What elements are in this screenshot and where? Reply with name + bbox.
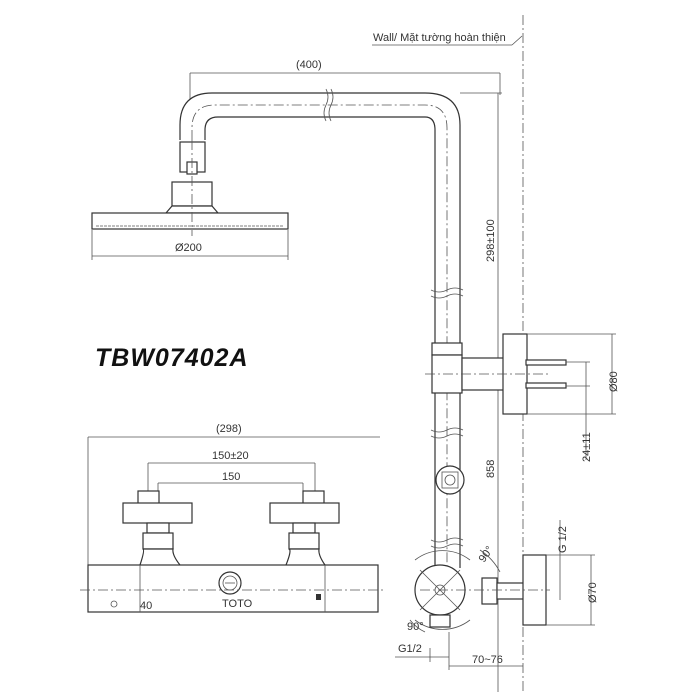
temp-mark: 40 — [140, 600, 152, 612]
wall-bracket — [425, 333, 567, 415]
mixer-width-label: (298) — [216, 423, 242, 435]
angle-bottom-label: 90° — [407, 621, 424, 633]
shower-head — [91, 140, 289, 236]
thermostatic-mixer — [80, 490, 385, 613]
outlet-dimensions — [395, 520, 595, 670]
shower-arm — [179, 88, 464, 570]
inlet-centers-adjust-label: 150±20 — [212, 450, 249, 462]
inlet-thread-bottom-label: G1/2 — [398, 643, 422, 655]
head-diameter-label: Ø200 — [175, 242, 202, 254]
head-diameter-dimension — [91, 230, 289, 260]
height-label: 858 — [485, 460, 497, 478]
bracket-diameter-label: Ø80 — [608, 371, 620, 392]
inlet-thread-top-label: G 1/2 — [557, 526, 569, 553]
inlet-centers-label: 150 — [222, 471, 240, 483]
flange-diameter-label: Ø70 — [587, 582, 599, 603]
model-number: TBW07402A — [95, 344, 249, 372]
wall-offset-label: 70~76 — [472, 654, 503, 666]
brand-mark: TOTO — [222, 598, 253, 610]
bracket-offset-label: 24±11 — [581, 432, 593, 462]
diverter-outlet — [414, 550, 550, 630]
bracket-dimensions — [527, 333, 616, 460]
holder-knob — [435, 465, 465, 495]
arm-length-dimension — [189, 72, 501, 100]
riser-adjust-label: 298±100 — [485, 219, 497, 262]
wall-label: Wall/ Mặt tường hoàn thiện — [373, 32, 506, 44]
arm-length-label: (400) — [296, 59, 322, 71]
